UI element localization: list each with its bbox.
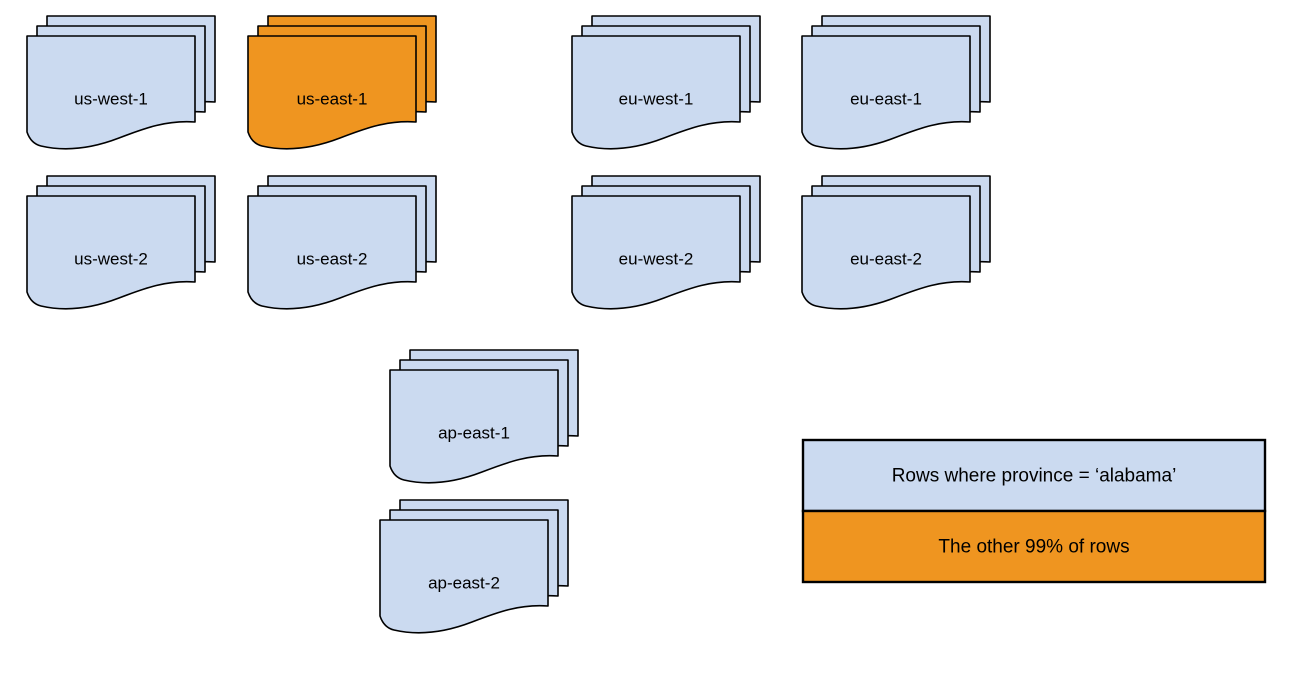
region-stack-eu-west-1[interactable] (571, 15, 761, 150)
region-stack-label-eu-east-1: eu-east-1 (850, 89, 922, 108)
region-stack-label-ap-east-1: ap-east-1 (438, 423, 510, 442)
legend-row-alabama-swatch (801, 438, 1267, 513)
region-stack-us-east-2[interactable] (247, 175, 437, 310)
region-stack-eu-west-2[interactable] (571, 175, 761, 310)
region-stack-us-west-2[interactable] (26, 175, 216, 310)
region-stack-label-eu-west-1: eu-west-1 (619, 89, 694, 108)
region-stacks-group: us-west-1 us-east-1 eu-west-1 eu-east-1 us-w… (26, 15, 991, 634)
region-stack-ap-east-2[interactable] (379, 499, 569, 634)
region-stack-label-us-west-2: us-west-2 (74, 249, 148, 268)
region-stack-us-east-1[interactable] (247, 15, 437, 150)
region-stack-label-ap-east-2: ap-east-2 (428, 573, 500, 592)
legend-group: Rows where province = ‘alabama’ The other… (801, 438, 1267, 584)
region-stack-eu-east-1[interactable] (801, 15, 991, 150)
region-stack-label-us-east-1: us-east-1 (297, 89, 368, 108)
legend-row-other-swatch (801, 509, 1267, 584)
region-stack-label-us-east-2: us-east-2 (297, 249, 368, 268)
region-stack-label-eu-west-2: eu-west-2 (619, 249, 694, 268)
legend-row-other-label: The other 99% of rows (938, 537, 1129, 558)
region-stack-label-eu-east-2: eu-east-2 (850, 249, 922, 268)
legend-row-alabama-label: Rows where province = ‘alabama’ (892, 466, 1177, 487)
region-stack-us-west-1[interactable] (26, 15, 216, 150)
region-stack-label-us-west-1: us-west-1 (74, 89, 148, 108)
region-stack-eu-east-2[interactable] (801, 175, 991, 310)
region-stack-ap-east-1[interactable] (389, 349, 579, 484)
